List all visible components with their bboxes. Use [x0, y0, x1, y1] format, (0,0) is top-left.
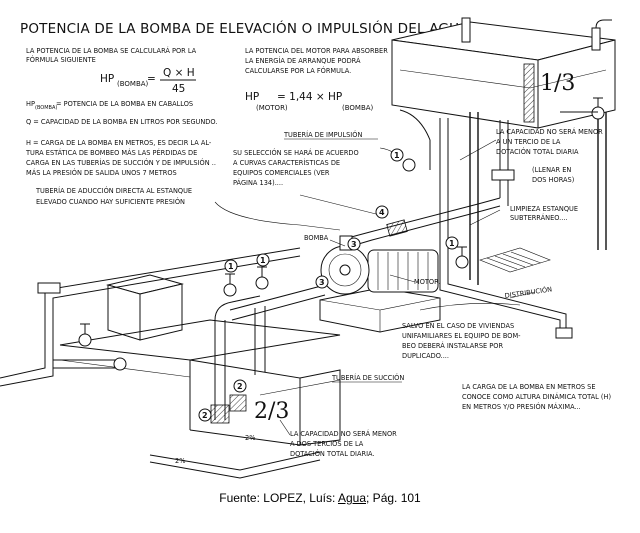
callout-markers: 1 1 1 1 2 2 3 3 4 [198, 148, 459, 422]
svg-text:=: = [147, 73, 156, 85]
caption-suffix: ; Pág. 101 [366, 491, 421, 505]
cleanup-grate [479, 247, 551, 273]
limpieza-line-2: SUBTERRÁNEO.... [510, 213, 568, 222]
underground-tank: 2/3 2% 2% [59, 274, 341, 479]
capacidad-sup-line-2: A UN TERCIO DE LA [496, 138, 561, 146]
aduccion-line-2: ELEVADO CUANDO HAY SUFICIENTE PRESIÓN [36, 197, 185, 206]
def-q-text: Q = CAPACIDAD DE LA BOMBA EN LITROS POR … [26, 118, 217, 126]
left-intro-line-1: LA POTENCIA DE LA BOMBA SE CALCULARÁ POR… [26, 46, 197, 55]
elevated-tank-fraction: 1/3 [540, 71, 575, 96]
caption-prefix: Fuente: LOPEZ, Luís: [219, 491, 338, 505]
left-intro-line-2: FÓRMULA SIGUIENTE [26, 55, 96, 64]
def-hp-sub: (BOMBA) [35, 105, 57, 111]
right-intro-line-2: LA ENERGÍA DE ARRANQUE PODRÁ [245, 56, 361, 65]
diagram-title: POTENCIA DE LA BOMBA DE ELEVACIÓN O IMPU… [20, 19, 469, 37]
suction-pipes [210, 266, 326, 424]
motor-formula-rhs: = 1,44 × HP [277, 91, 342, 103]
label-tuberia-succion: TUBERÍA DE SUCCIÓN [331, 373, 404, 382]
def-h-line-2: TURA ESTÁTICA DE BOMBEO MÁS LAS PÉRDIDAS… [25, 148, 197, 157]
tank-support-columns [469, 112, 607, 285]
formula-numerator: Q × H [163, 67, 195, 79]
capacidad-sup-line-1: LA CAPACIDAD NO SERÁ MENOR [496, 127, 603, 136]
def-hp-term: HP [26, 100, 35, 108]
distribution-pipe [439, 118, 573, 339]
salvo-line-2: UNIFAMILIARES EL EQUIPO DE BOM- [402, 332, 521, 340]
caption-book: Agua [337, 491, 367, 505]
callout-1-right: 1 [449, 239, 455, 248]
slope-label-b: 2% [245, 434, 255, 442]
label-distribucion: DISTRIBUCIÓN [504, 284, 553, 300]
def-h-line-1: H = CARGA DE LA BOMBA EN METROS, ES DECI… [26, 139, 212, 147]
motor-formula-rhs-sub: (BOMBA) [342, 104, 374, 112]
motor-hp-symbol: HP [245, 91, 259, 103]
callout-1-mid: 1 [260, 256, 266, 265]
formula-denominator: 45 [172, 83, 185, 95]
motor-power-formula: HP (MOTOR) = 1,44 × HP (BOMBA) [245, 91, 374, 112]
right-intro-line-3: CALCULARSE POR LA FÓRMULA. [245, 66, 351, 75]
seleccion-line-4: PÁGINA 134).... [233, 178, 283, 187]
label-bomba: BOMBA [304, 234, 329, 242]
right-intro-line-1: LA POTENCIA DEL MOTOR PARA ABSORBER [245, 47, 388, 55]
capacidad-inf-line-2: A DOS TERCIOS DE LA [290, 440, 364, 448]
llenar-line-2: DOS HORAS) [532, 176, 574, 184]
aduccion-line-1: TUBERÍA DE ADUCCIÓN DIRECTA AL ESTANQUE [35, 186, 192, 195]
callout-1-left: 1 [228, 262, 234, 271]
formula-hp-symbol: HP [100, 73, 114, 85]
callout-4-check: 4 [379, 208, 385, 217]
impulsion-pipe [339, 120, 515, 269]
carga-line-2: CONOCE COMO ALTURA DINÁMICA TOTAL (H) [462, 392, 611, 401]
pump-assembly [319, 235, 441, 333]
def-h-line-3: CARGA EN LAS TUBERÍAS DE SUCCIÓN Y DE IM… [26, 158, 216, 167]
salvo-line-1: SALVO EN EL CASO DE VIVIENDAS [402, 322, 514, 330]
elevated-tank: 1/3 [391, 21, 616, 129]
callout-3-suction: 3 [319, 278, 325, 287]
leader-lines [214, 139, 536, 436]
adduction-pipe [0, 247, 301, 387]
capacidad-sup-line-3: DOTACIÓN TOTAL DIARIA [496, 147, 579, 156]
def-h-line-4: MÁS LA PRESIÓN DE SALIDA UNOS 7 METROS [26, 168, 177, 177]
seleccion-line-2: A CURVAS CARACTERÍSTICAS DE [233, 158, 340, 167]
seleccion-line-3: EQUIPOS COMERCIALES (VER [233, 169, 330, 177]
source-caption: Fuente: LOPEZ, Luís: Agua; Pág. 101 [0, 491, 640, 505]
label-motor: MOTOR. [414, 278, 441, 286]
salvo-line-4: DUPLICADO.... [402, 352, 449, 360]
carga-line-3: EN METROS Y/O PRESIÓN MÁXIMA... [462, 402, 581, 411]
callout-3-pump: 3 [351, 240, 357, 249]
salvo-line-3: BEO DEBERÁ INSTALARSE POR [402, 341, 503, 350]
llenar-line-1: (LLENAR EN [532, 166, 571, 174]
capacidad-inf-line-1: LA CAPACIDAD NO SERÁ MENOR [290, 429, 397, 438]
pump-power-formula: HP (BOMBA) = Q × H 45 [100, 67, 196, 95]
underground-tank-fraction: 2/3 [254, 399, 289, 424]
motor-hp-subscript: (MOTOR) [256, 104, 288, 112]
callout-2-right: 2 [237, 382, 243, 391]
tank-inlet-valves [399, 97, 605, 170]
callout-1-top: 1 [394, 151, 400, 160]
limpieza-line-1: LIMPIEZA ESTANQUE [510, 205, 578, 213]
capacidad-inf-line-3: DOTACIÓN TOTAL DIARIA. [290, 449, 375, 458]
label-tuberia-impulsion: TUBERÍA DE IMPULSIÓN [283, 130, 362, 139]
def-hp-text: = POTENCIA DE LA BOMBA EN CABALLOS [56, 100, 193, 108]
formula-hp-subscript: (BOMBA) [117, 80, 149, 88]
seleccion-line-1: SU SELECCIÓN SE HARÁ DE ACUERDO [233, 148, 359, 157]
slope-label-a: 2% [175, 457, 185, 465]
tank-vent-pipes [461, 17, 612, 51]
carga-line-1: LA CARGA DE LA BOMBA EN METROS SE [462, 383, 596, 391]
callout-2-left: 2 [202, 411, 208, 420]
